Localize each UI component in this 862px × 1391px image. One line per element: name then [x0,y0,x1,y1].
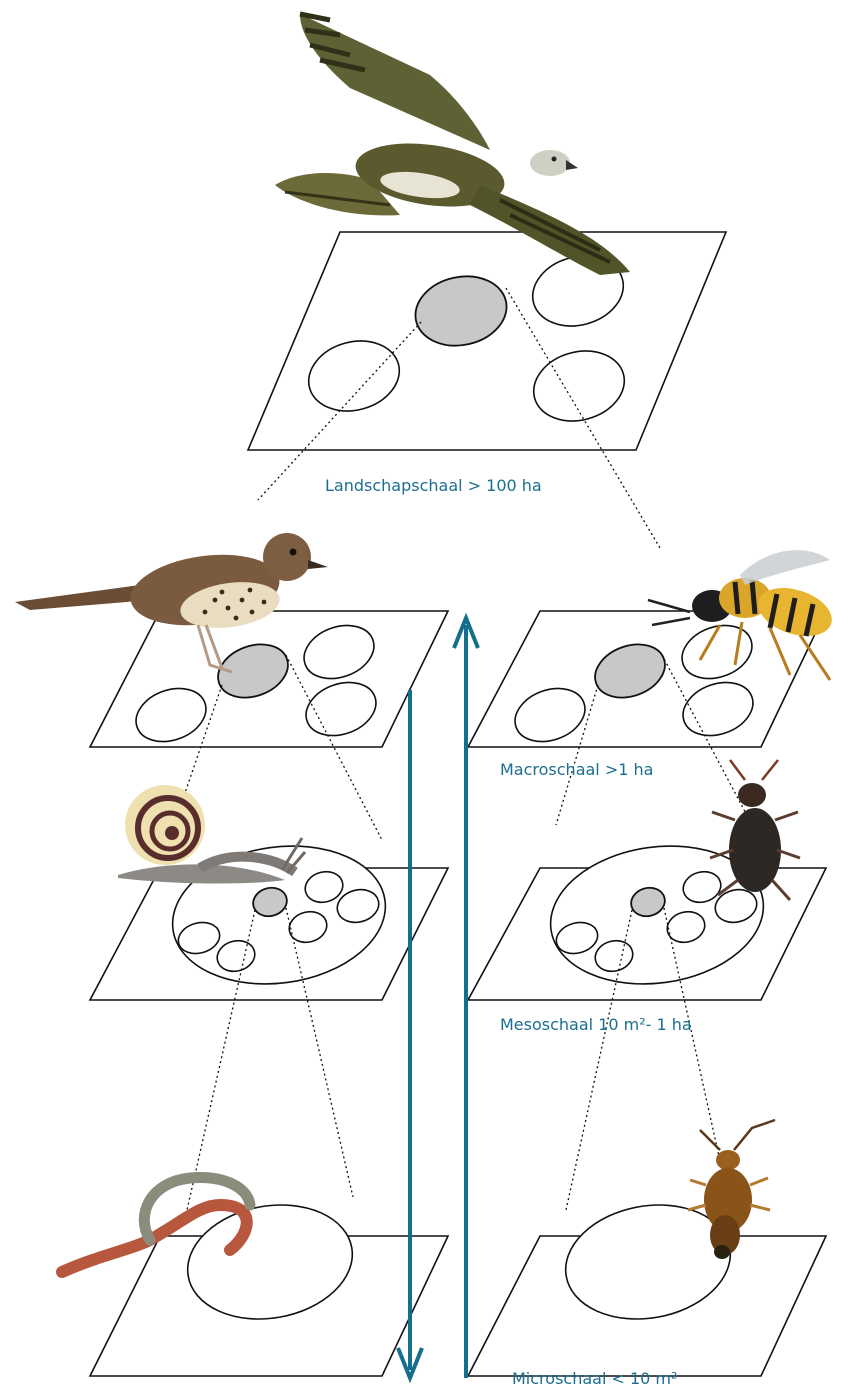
meso-left-level [90,833,448,1210]
macro-right-level: Macroschaal >1 ha [468,611,826,840]
landscape-plane [248,232,726,450]
landscape-scale-label: Landschapschaal > 100 ha [325,476,542,495]
micro-right-level: Microschaal < 10 m² [468,1192,826,1388]
meso-scale-label: Mesoschaal 10 m²- 1 ha [500,1015,692,1034]
micro-scale-label: Microschaal < 10 m² [512,1369,677,1388]
macro-scale-label: Macroschaal >1 ha [500,760,653,779]
landscape-level: Landschapschaal > 100 ha [248,232,726,548]
meso-right-level: Mesoschaal 10 m²- 1 ha [468,833,826,1210]
